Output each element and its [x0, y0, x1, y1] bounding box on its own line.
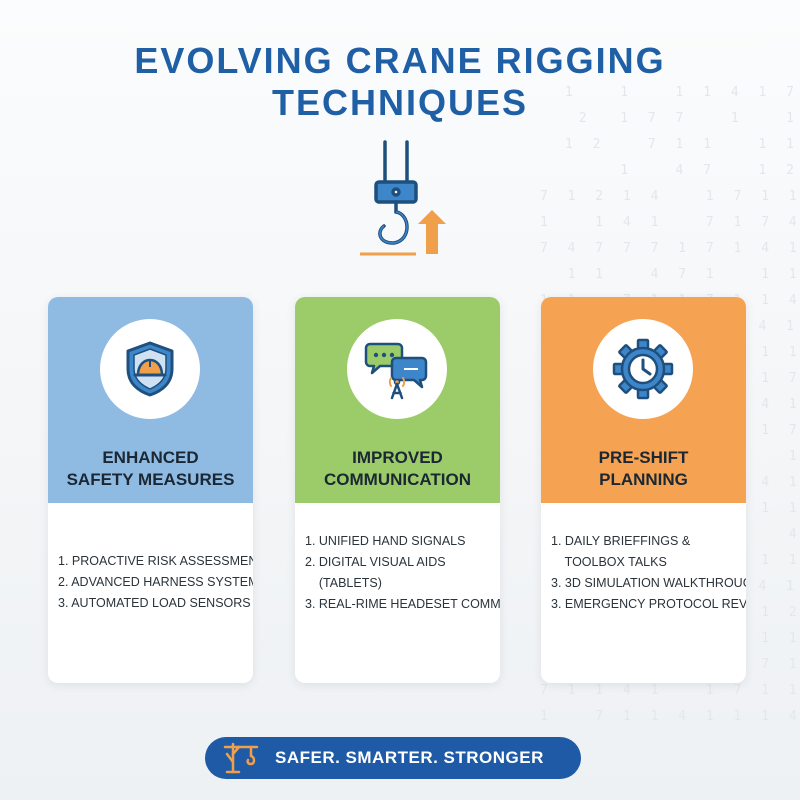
card-communication: IMPROVED COMMUNICATION 1. UNIFIED HAND S…	[295, 297, 500, 683]
list-item: 3. REAL-RIME HEADESET COMMS	[305, 597, 500, 611]
card-title: IMPROVED COMMUNICATION	[295, 447, 500, 491]
list-item: 2. DIGITAL VISUAL AIDS	[305, 555, 446, 569]
list-item: 2. ADVANCED HARNESS SYSTEMS	[58, 575, 253, 589]
card-list: 1. UNIFIED HAND SIGNALS 2. DIGITAL VISUA…	[305, 531, 500, 615]
list-item: 1. UNIFIED HAND SIGNALS	[305, 534, 466, 548]
card-title-line-1: IMPROVED	[352, 448, 443, 467]
card-header: ENHANCED SAFETY MEASURES	[48, 297, 253, 503]
icon-circle	[347, 319, 447, 419]
crane-hook-rising-icon	[360, 140, 446, 256]
card-title: PRE-SHIFT PLANNING	[541, 447, 746, 491]
card-planning: PRE-SHIFT PLANNING 1. DAILY BRIEFFINGS &…	[541, 297, 746, 683]
card-title-line-2: COMMUNICATION	[324, 470, 471, 489]
icon-circle	[100, 319, 200, 419]
card-safety: ENHANCED SAFETY MEASURES 1. PROACTIVE RI…	[48, 297, 253, 683]
icon-circle	[593, 319, 693, 419]
crane-icon	[223, 742, 259, 774]
title-line-2: TECHNIQUES	[271, 82, 529, 123]
list-item: 3. 3D SIMULATION WALKTHROUGHS	[551, 576, 746, 590]
banner-tagline: SAFER. SMARTER. STRONGER	[275, 748, 544, 767]
list-item: 1. PROACTIVE RISK ASSESSMENT	[58, 554, 253, 568]
card-title-line-2: PLANNING	[599, 470, 688, 489]
card-header: IMPROVED COMMUNICATION	[295, 297, 500, 503]
list-item: 1. DAILY BRIEFFINGS &	[551, 534, 691, 548]
card-list: 1. PROACTIVE RISK ASSESSMENT 2. ADVANCED…	[58, 551, 253, 614]
card-list: 1. DAILY BRIEFFINGS & TOOLBOX TALKS 3. 3…	[551, 531, 746, 615]
hard-hat-shield-icon	[126, 341, 174, 397]
list-item: 3. EMERGENCY PROTOCOL REVIEWS	[551, 597, 746, 611]
title-line-1: EVOLVING CRANE RIGGING	[134, 40, 666, 81]
chat-bubbles-antenna-icon	[364, 342, 428, 400]
tagline-banner: SAFER. SMARTER. STRONGER	[205, 737, 581, 779]
card-title-line-1: PRE-SHIFT	[598, 448, 689, 467]
card-title: ENHANCED SAFETY MEASURES	[48, 447, 253, 491]
card-header: PRE-SHIFT PLANNING	[541, 297, 746, 503]
list-item: 3. AUTOMATED LOAD SENSORS	[58, 596, 251, 610]
list-item: TOOLBOX TALKS	[551, 555, 667, 569]
card-title-line-2: SAFETY MEASURES	[66, 470, 235, 489]
gear-clock-icon	[612, 338, 674, 400]
card-title-line-1: ENHANCED	[102, 448, 199, 467]
page-title: EVOLVING CRANE RIGGING TECHNIQUES	[0, 40, 800, 124]
list-item: (TABLETS)	[305, 576, 382, 590]
